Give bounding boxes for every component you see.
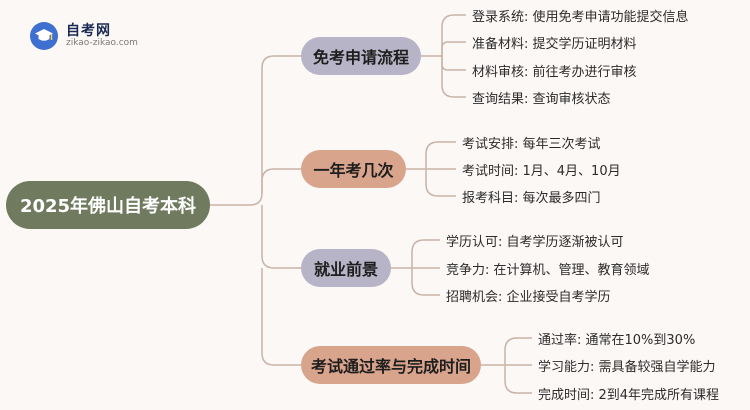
leaf-item: 登录系统: 使用免考申请功能提交信息 <box>472 10 689 25</box>
branch-4-connector <box>261 268 301 366</box>
leaf-item: 学习能力: 需具备较强自学能力 <box>538 360 716 375</box>
leaf-connector <box>425 141 456 169</box>
leaf-connector <box>441 56 466 98</box>
branch-node-pass-rate: 考试通过率与完成时间 <box>301 346 481 384</box>
branch-node-employment: 就业前景 <box>301 249 391 287</box>
leaf-item: 查询结果: 查询审核状态 <box>472 92 611 107</box>
leaf-item: 通过率: 通常在10%到30% <box>538 333 696 348</box>
branch-node-exemption: 免考申请流程 <box>301 37 421 75</box>
leaf-item: 考试时间: 1月、4月、10月 <box>462 164 621 179</box>
leaf-connector <box>504 337 532 365</box>
branch-2-connector <box>261 168 301 193</box>
leaf-item: 材料审核: 前往考办进行审核 <box>472 65 637 80</box>
leaf-item: 准备材料: 提交学历证明材料 <box>472 37 637 52</box>
root-node: 2025年佛山自考本科 <box>6 181 210 229</box>
leaf-item: 完成时间: 2到4年完成所有课程 <box>538 388 720 403</box>
leaf-connector <box>441 14 466 56</box>
leaf-item: 报考科目: 每次最多四门 <box>462 191 601 206</box>
branch-3-connector <box>261 205 301 269</box>
graduation-cap-icon <box>30 22 58 50</box>
leaf-item: 竞争力: 在计算机、管理、教育领域 <box>446 263 650 278</box>
leaf-connector <box>504 365 532 394</box>
leaf-item: 学历认可: 自考学历逐渐被认可 <box>446 235 624 250</box>
leaf-connector <box>441 56 466 71</box>
logo-url: zikao-zikao.com <box>66 38 138 48</box>
root-connector <box>210 55 301 206</box>
leaf-item: 招聘机会: 企业接受自考学历 <box>446 290 611 305</box>
leaf-connector <box>441 41 466 56</box>
site-logo[interactable]: 自考网 zikao-zikao.com <box>30 18 150 52</box>
leaf-connector <box>425 169 456 197</box>
logo-name: 自考网 <box>66 23 111 39</box>
leaf-connector <box>411 239 440 268</box>
branch-node-exam-frequency: 一年考几次 <box>301 150 406 188</box>
leaf-connector <box>411 268 440 296</box>
leaf-item: 考试安排: 每年三次考试 <box>462 137 601 152</box>
